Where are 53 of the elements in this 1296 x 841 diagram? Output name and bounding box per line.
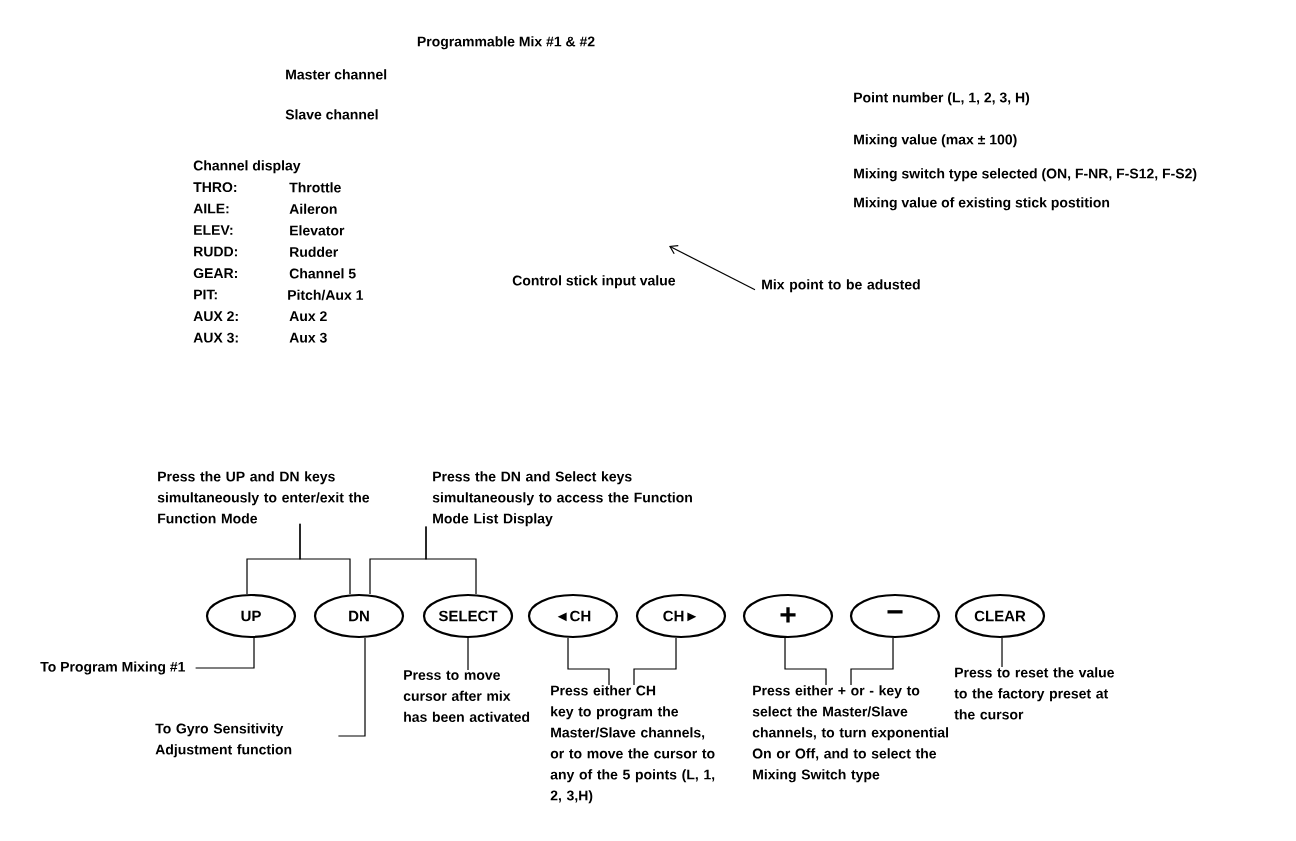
table-cell: AUX 3:	[193, 332, 238, 343]
leader-line	[467, 637, 469, 671]
arrow	[669, 245, 756, 291]
leader-line	[850, 637, 894, 686]
callout-text: To Gyro Sensitivity Adjustment function	[155, 723, 292, 758]
callout-text: To Program Mixing #1	[40, 661, 186, 675]
label: Mixing switch type selected (ON, F-NR, F-S12, F-S2)	[854, 168, 1197, 182]
label: Control stick input value	[512, 275, 676, 289]
leader-line	[1001, 637, 1003, 668]
leader-line	[195, 637, 255, 669]
label: Mixing value of existing stick postition	[854, 197, 1110, 211]
leader-line	[337, 637, 366, 737]
table-cell: RUDD:	[194, 246, 237, 257]
table-cell: Channel 5	[289, 268, 356, 279]
title: Programmable Mix #1 & #2	[417, 36, 595, 50]
key-button: +	[742, 593, 834, 639]
table-cell: ELEV:	[194, 225, 233, 235]
callout-text: Press to reset the value to the factory preset at the cursor	[954, 667, 1114, 720]
callout-text: Press to move cursor after mix has been activated	[403, 670, 530, 722]
key-button: DN	[313, 593, 405, 639]
table-cell: Throttle	[289, 182, 341, 193]
table-cell: Aux 2	[289, 311, 327, 322]
leader-line	[633, 637, 677, 686]
key-button: UP	[205, 593, 297, 639]
table-cell: AILE:	[193, 203, 229, 214]
callout-text: Mix point to be adusted	[762, 279, 920, 293]
table-cell: GEAR:	[193, 268, 237, 279]
table-cell: Aux 3	[289, 332, 327, 343]
callout-text: Press either CH key to program the Master/Slave channels, or to move the cursor to any of the 5 points (L, 1, 2, 3,H)	[550, 685, 715, 804]
table-cell: THRO:	[193, 182, 237, 193]
label: Slave channel	[285, 109, 378, 120]
table-cell: Rudder	[290, 246, 338, 257]
table-cell: PIT:	[194, 289, 217, 300]
label: Mixing value (max ± 100)	[854, 134, 1017, 148]
leader-line	[425, 525, 477, 595]
label: Channel display	[193, 160, 301, 174]
label: Point number (L, 1, 2, 3, H)	[854, 92, 1030, 106]
callout-text: Press either + or - key to select the Master/Slave channels, to turn exponential On or Off, and to select the Mixing Switch type	[752, 685, 948, 783]
table-cell: Pitch/Aux 1	[288, 289, 364, 301]
label: Master channel	[286, 69, 387, 80]
key-button: ◄CH	[527, 593, 619, 639]
table-cell: AUX 2:	[193, 311, 238, 322]
key-button: SELECT	[422, 593, 514, 639]
table-cell: Aileron	[289, 203, 337, 214]
table-cell: Elevator	[290, 225, 345, 236]
callout-text: Press the UP and DN keys simultaneously to enter/exit the Function Mode	[157, 471, 370, 524]
leader-line	[567, 637, 610, 686]
key-button: CH►	[635, 593, 727, 639]
callout-text: Press the DN and Select keys simultaneously to access the Function Mode List Display	[432, 471, 692, 527]
key-button: −	[849, 593, 941, 639]
key-button: CLEAR	[954, 593, 1046, 639]
leader-line	[299, 523, 351, 595]
leader-line	[784, 637, 827, 686]
